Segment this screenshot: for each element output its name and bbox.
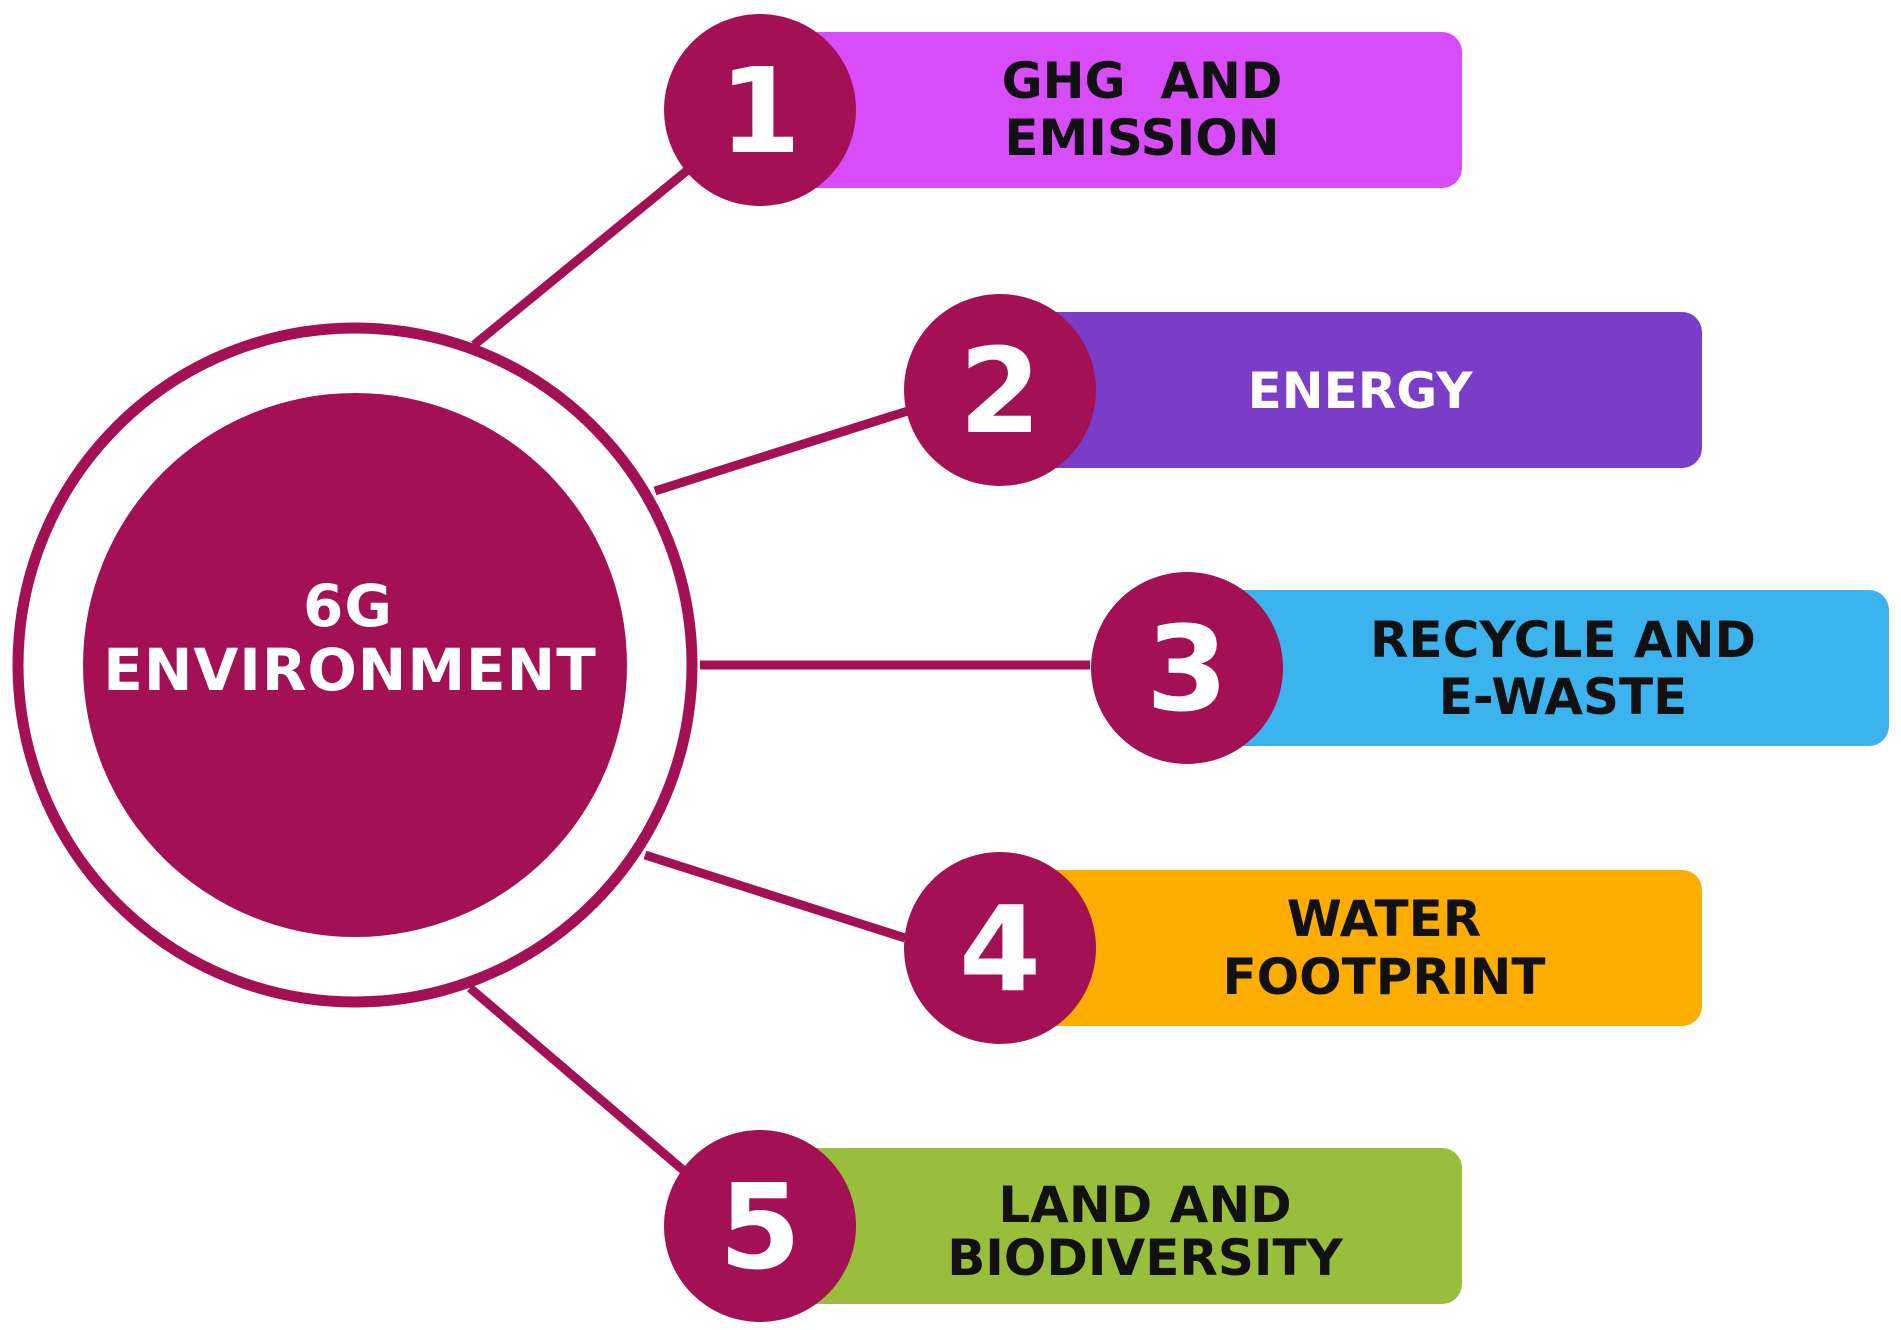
topic-bar-2 — [1030, 312, 1702, 468]
topic-bar-3 — [1217, 590, 1889, 746]
center-title-line2: ENVIRONMENT — [103, 636, 597, 704]
number-badge-4 — [904, 852, 1096, 1044]
topic-label-1-line1: GHG AND — [1002, 52, 1283, 110]
topic-label-5-line2: BIODIVERSITY — [947, 1229, 1343, 1287]
number-badge-text-1: 1 — [719, 42, 801, 180]
topic-bar-5 — [790, 1148, 1462, 1304]
number-badge-3 — [1091, 572, 1283, 764]
connector-2 — [653, 405, 913, 496]
number-badge-2 — [904, 294, 1096, 486]
center-title-line1: 6G — [303, 572, 393, 640]
number-badge-5 — [664, 1130, 856, 1322]
topic-label-1-line2: EMISSION — [1004, 109, 1279, 167]
topic-label-3-line1: RECYCLE AND — [1370, 611, 1756, 669]
number-badge-text-5: 5 — [719, 1158, 801, 1296]
connectors — [467, 160, 1090, 1174]
connector-1 — [471, 160, 698, 349]
topic-label-3-line2: E-WASTE — [1439, 668, 1688, 726]
topic-label-5-line1: LAND AND — [998, 1176, 1291, 1234]
topic-item-2: 2 ENERGY — [904, 294, 1702, 486]
number-badge-text-2: 2 — [959, 322, 1041, 460]
center-node: 6G ENVIRONMENT — [12, 322, 698, 1008]
connector-5 — [467, 984, 686, 1174]
topic-bar-4 — [1030, 870, 1702, 1026]
number-badge-1 — [664, 14, 856, 206]
topic-label-2-line1: ENERGY — [1248, 362, 1474, 420]
connector-4 — [643, 850, 907, 943]
center-inner-circle — [83, 393, 627, 937]
number-badge-text-4: 4 — [959, 880, 1041, 1018]
topic-bar-1 — [790, 32, 1462, 188]
topic-label-4-line2: FOOTPRINT — [1223, 948, 1546, 1006]
topic-label-4-line1: WATER — [1287, 890, 1481, 948]
number-badge-text-3: 3 — [1146, 600, 1228, 738]
